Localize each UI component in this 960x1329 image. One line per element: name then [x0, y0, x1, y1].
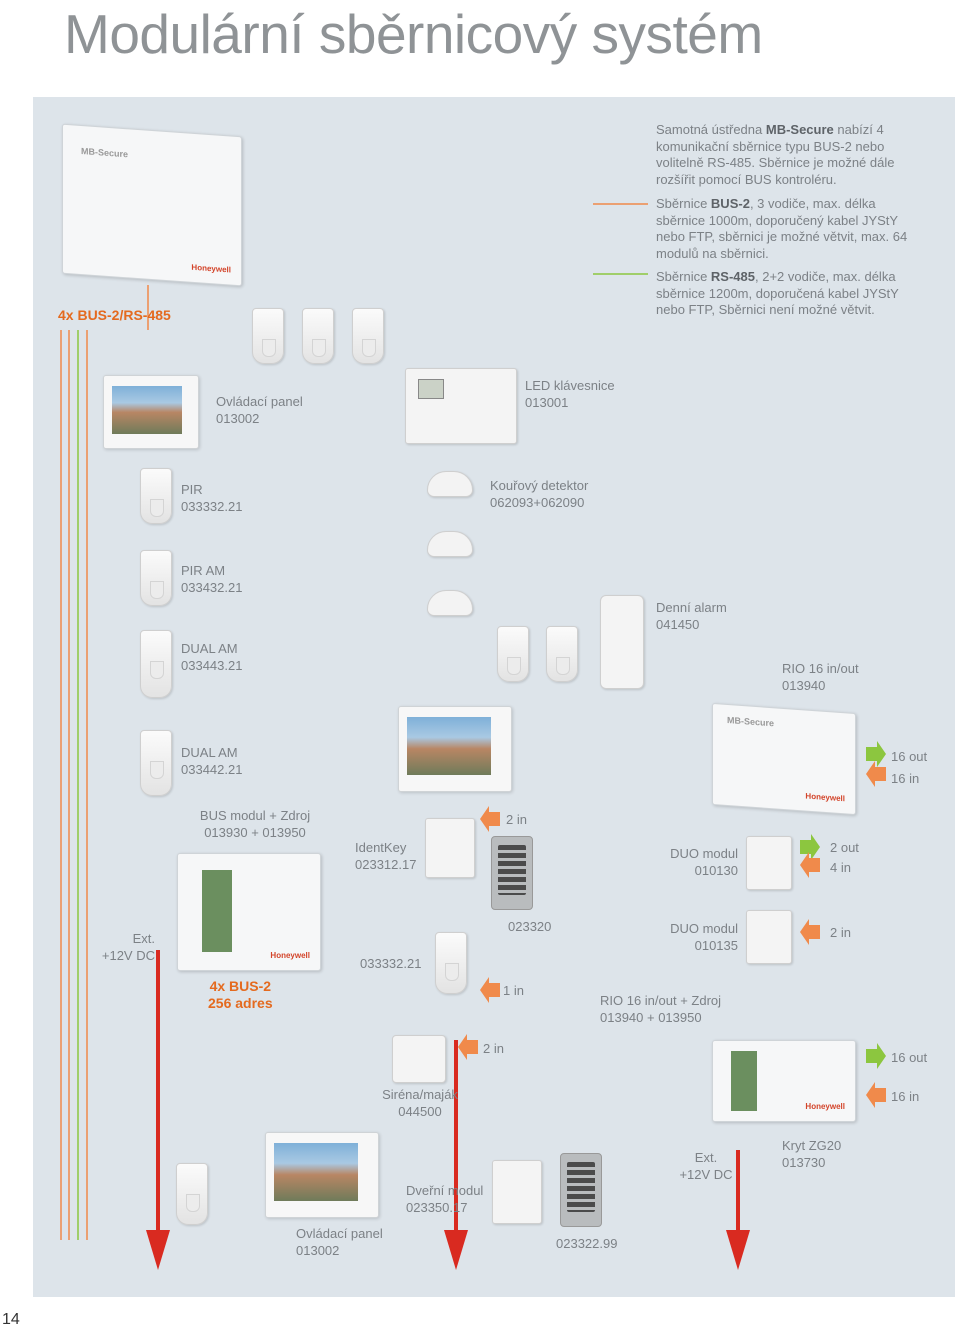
pir-sensor-top-3 — [352, 308, 384, 364]
control-panel-device-mid — [398, 706, 512, 792]
pir-sensor-top-1 — [252, 308, 284, 364]
identkey-device — [425, 818, 475, 878]
keypad-2in-label: 2 in — [506, 812, 527, 827]
duo-2-in-label: 2 in — [830, 925, 851, 940]
day-alarm-device — [600, 595, 644, 689]
dual-am-sensor-1 — [140, 630, 172, 698]
honeywell-logo: Honeywell — [191, 262, 231, 275]
control-panel-device-2 — [265, 1132, 379, 1218]
rio-1-in-label: 16 in — [891, 771, 920, 786]
pir-am-sensor — [140, 550, 172, 606]
duo1-out-arrow — [800, 834, 820, 860]
duo2-in-arrow — [800, 919, 820, 945]
duo-1-device — [746, 836, 792, 890]
bus2-description: Sběrnice BUS-2, 3 vodiče, max. délka sbě… — [656, 196, 908, 261]
keypad-code-label: 023320 — [508, 919, 552, 934]
rio2-in-arrow — [866, 1082, 886, 1108]
duo1-in-arrow — [800, 852, 820, 878]
siren-2in-arrow — [458, 1034, 478, 1060]
duo-2-device — [746, 910, 792, 964]
mb-secure-logo: MB-Secure — [81, 146, 129, 160]
bus-module-brand: Honeywell — [270, 951, 310, 960]
pir-sensor-bottom — [176, 1163, 208, 1225]
rio-2-brand: Honeywell — [805, 1102, 845, 1111]
rio-1-out-label: 16 out — [891, 749, 928, 764]
rio-1-brand: Honeywell — [805, 791, 845, 804]
keypad-1in-arrow — [480, 977, 500, 1003]
rs485-description: Sběrnice RS-485, 2+2 vodiče, max. délka … — [656, 269, 899, 317]
rio2-out-arrow — [866, 1043, 886, 1069]
intro-text: Samotná ústředna MB-Secure nabízí 4 komu… — [656, 122, 895, 187]
mb-secure-cabinet: MB-Secure Honeywell — [62, 123, 242, 287]
pir-sensor-top-2 — [302, 308, 334, 364]
rio-2-cabinet: Honeywell — [712, 1040, 856, 1122]
rio1-out-arrow — [866, 741, 886, 767]
dual-am-sensor-2 — [140, 730, 172, 796]
led-keyboard-device — [405, 368, 517, 444]
rio-2-out-label: 16 out — [891, 1050, 928, 1065]
page-title: Modulární sběrnicový systém — [64, 3, 763, 65]
ext-power-1-label: Ext.+12V DC — [101, 931, 155, 963]
page-number: 14 — [2, 1311, 20, 1328]
keypad-1in-label: 1 in — [503, 983, 524, 998]
pir-sensor-b — [435, 932, 467, 994]
rio-1-cabinet: MB-Secure Honeywell — [712, 702, 856, 816]
main-bus-label: 4x BUS-2/RS-485 — [58, 307, 171, 323]
keypad-2in-arrow — [480, 806, 500, 832]
door-module-device — [492, 1160, 542, 1224]
reader-code-label: 023322.99 — [556, 1236, 618, 1251]
reader-device — [560, 1153, 602, 1227]
rio-2-in-label: 16 in — [891, 1089, 920, 1104]
smoke-detector-3 — [427, 590, 473, 616]
control-panel-device-1 — [103, 375, 199, 449]
bus-module-cabinet: Honeywell — [177, 853, 321, 971]
pir-b-code-label: 033332.21 — [360, 956, 422, 971]
rio-1-logo: MB-Secure — [727, 715, 775, 729]
duo-1-in-label: 4 in — [830, 860, 851, 875]
smoke-detector-1 — [427, 471, 473, 497]
siren-device — [392, 1035, 446, 1083]
pir-sensor-mid-2 — [546, 626, 578, 682]
duo-1-out-label: 2 out — [830, 840, 859, 855]
siren-2in-label: 2 in — [483, 1041, 504, 1056]
pir-sensor-mid-1 — [497, 626, 529, 682]
keypad-device — [491, 836, 533, 910]
rio1-in-arrow — [866, 761, 886, 787]
smoke-detector-2 — [427, 531, 473, 557]
pir-sensor — [140, 468, 172, 524]
ext-power-2-label: Ext.+12V DC — [679, 1150, 733, 1182]
